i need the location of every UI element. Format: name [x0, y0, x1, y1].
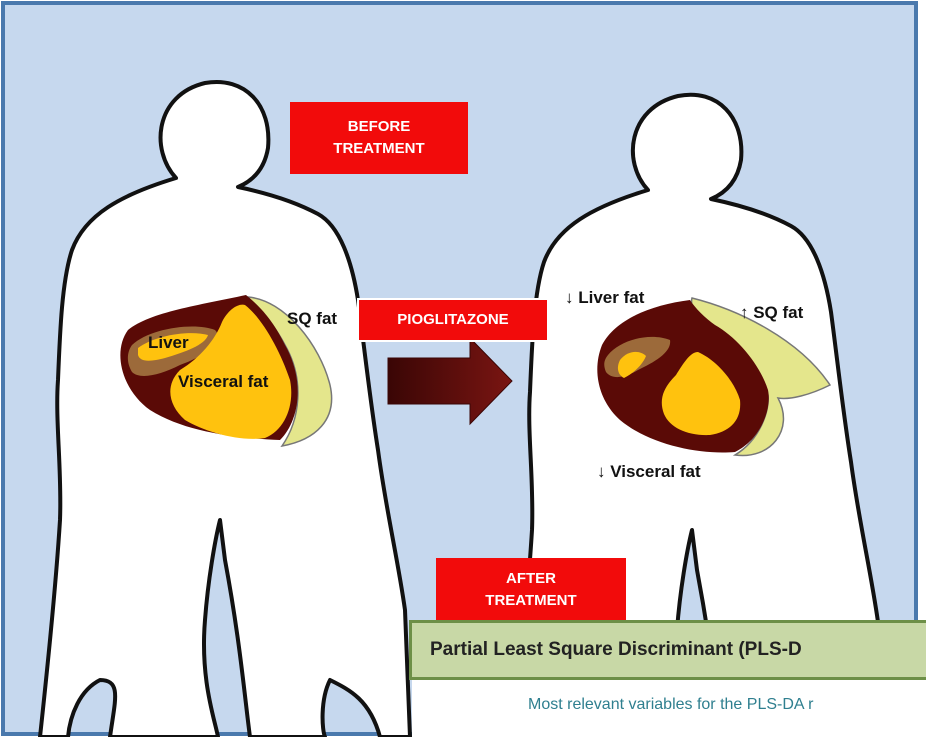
after-treatment-line1: AFTER — [506, 568, 556, 590]
before-treatment-line1: BEFORE — [348, 116, 411, 138]
pioglitazone-box: PIOGLITAZONE — [357, 298, 549, 342]
sq-fat-label-before: SQ fat — [287, 309, 337, 329]
pioglitazone-label: PIOGLITAZONE — [397, 309, 508, 331]
after-treatment-box: AFTER TREATMENT — [436, 558, 626, 624]
pls-da-title: Partial Least Square Discriminant (PLS-D — [430, 639, 802, 661]
before-treatment-box: BEFORE TREATMENT — [290, 102, 468, 174]
before-treatment-line2: TREATMENT — [333, 138, 424, 160]
sq-fat-label-after: ↑ SQ fat — [740, 303, 803, 323]
pls-da-subtitle: Most relevant variables for the PLS-DA r — [528, 696, 813, 714]
pls-da-title-banner: Partial Least Square Discriminant (PLS-D — [409, 620, 926, 680]
liver-fat-label-after: ↓ Liver fat — [565, 288, 644, 308]
after-treatment-line2: TREATMENT — [485, 590, 576, 612]
liver-label-before: Liver — [148, 333, 189, 353]
visceral-fat-label-after: ↓ Visceral fat — [597, 462, 701, 482]
visceral-fat-label-before: Visceral fat — [178, 372, 268, 392]
